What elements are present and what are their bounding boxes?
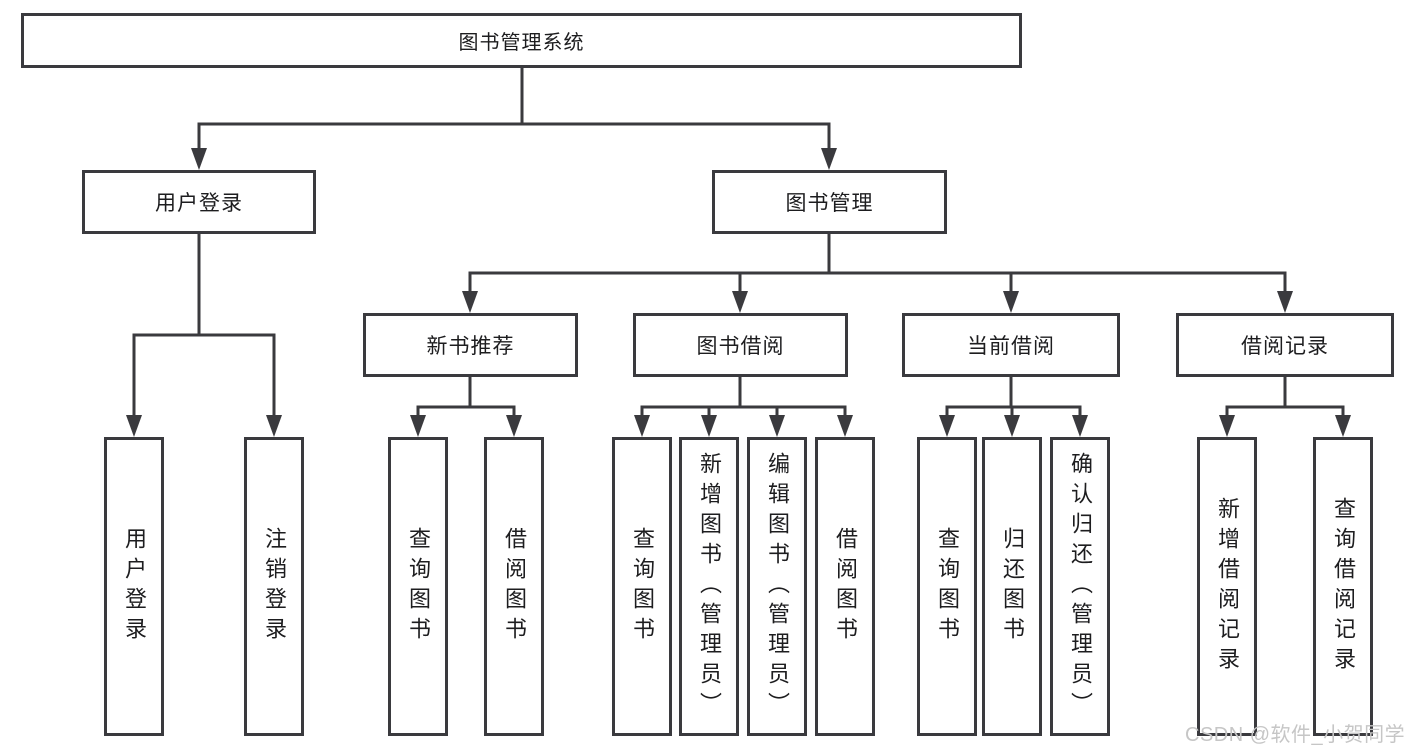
arrowhead [1072, 415, 1088, 437]
leaf-query-books-1-label: 查询图书 [406, 526, 431, 647]
leaf-user-login: 用户登录 [104, 437, 164, 736]
arrowhead [701, 415, 717, 437]
leaf-query-books-3: 查询图书 [917, 437, 977, 736]
node-current-borrow-label: 当前借阅 [967, 335, 1055, 358]
node-user-login-label: 用户登录 [155, 192, 243, 215]
arrowhead [410, 415, 426, 437]
arrowhead [1004, 415, 1020, 437]
node-borrow-records: 借阅记录 [1176, 313, 1394, 377]
arrowhead [266, 415, 282, 437]
watermark: CSDN @软件_小贺同学 [1185, 724, 1405, 746]
arrowheads [126, 148, 1351, 437]
arrowhead [462, 291, 478, 313]
node-book-borrow-label: 图书借阅 [696, 335, 785, 358]
leaf-add-borrow-record: 新增借阅记录 [1197, 437, 1257, 736]
leaf-confirm-return-admin: 确认归还（管理员） [1050, 437, 1110, 736]
node-borrow-records-label: 借阅记录 [1241, 335, 1329, 358]
connector-current-borrow-to-leaves [945, 375, 1082, 421]
leaf-edit-books-admin: 编辑图书（管理员） [747, 437, 807, 736]
arrowhead [939, 415, 955, 437]
connector-new-book-to-leaves [416, 375, 516, 421]
arrowhead [126, 415, 142, 437]
leaf-borrow-books-2: 借阅图书 [815, 437, 875, 736]
arrowhead [837, 415, 853, 437]
leaf-query-borrow-record-label: 查询借阅记录 [1331, 496, 1356, 677]
leaf-confirm-return-admin-label: 确认归还（管理员） [1068, 451, 1093, 722]
arrowhead [1219, 415, 1235, 437]
leaf-return-books: 归还图书 [982, 437, 1042, 736]
node-book-management-label: 图书管理 [785, 192, 874, 215]
leaf-query-books-2: 查询图书 [612, 437, 672, 736]
arrowhead [1003, 291, 1019, 313]
connector-book-mgmt-to-level3 [468, 232, 1287, 295]
node-new-book-recommend-label: 新书推荐 [426, 335, 515, 358]
node-book-management: 图书管理 [712, 170, 947, 234]
node-root: 图书管理系统 [21, 13, 1022, 68]
node-book-borrow: 图书借阅 [633, 313, 848, 377]
node-root-label: 图书管理系统 [458, 32, 585, 54]
connector-root-to-level2 [197, 66, 831, 152]
arrowhead [634, 415, 650, 437]
leaf-edit-books-admin-label: 编辑图书（管理员） [765, 451, 790, 722]
arrowhead [1335, 415, 1351, 437]
arrowhead [506, 415, 522, 437]
leaf-user-login-label: 用户登录 [122, 526, 147, 647]
leaf-borrow-books-1-label: 借阅图书 [502, 526, 527, 647]
leaf-logout-label: 注销登录 [262, 526, 287, 647]
arrowhead [1277, 291, 1293, 313]
leaf-query-books-1: 查询图书 [388, 437, 448, 736]
arrowhead [732, 291, 748, 313]
arrowhead [821, 148, 837, 170]
connector-user-login-to-leaves [132, 232, 276, 421]
node-user-login: 用户登录 [82, 170, 316, 234]
node-current-borrow: 当前借阅 [902, 313, 1120, 377]
leaf-query-books-3-label: 查询图书 [935, 526, 960, 647]
leaf-borrow-books-1: 借阅图书 [484, 437, 544, 736]
leaf-query-books-2-label: 查询图书 [630, 526, 655, 647]
leaf-borrow-books-2-label: 借阅图书 [833, 526, 858, 647]
leaf-return-books-label: 归还图书 [1000, 526, 1025, 647]
connector-borrow-records-to-leaves [1225, 375, 1345, 421]
leaf-add-books-admin-label: 新增图书（管理员） [697, 451, 722, 722]
leaf-query-borrow-record: 查询借阅记录 [1313, 437, 1373, 736]
node-new-book-recommend: 新书推荐 [363, 313, 578, 377]
leaf-add-borrow-record-label: 新增借阅记录 [1215, 496, 1240, 677]
arrowhead [769, 415, 785, 437]
leaf-logout: 注销登录 [244, 437, 304, 736]
arrowhead [191, 148, 207, 170]
leaf-add-books-admin: 新增图书（管理员） [679, 437, 739, 736]
connector-book-borrow-to-leaves [640, 375, 847, 421]
